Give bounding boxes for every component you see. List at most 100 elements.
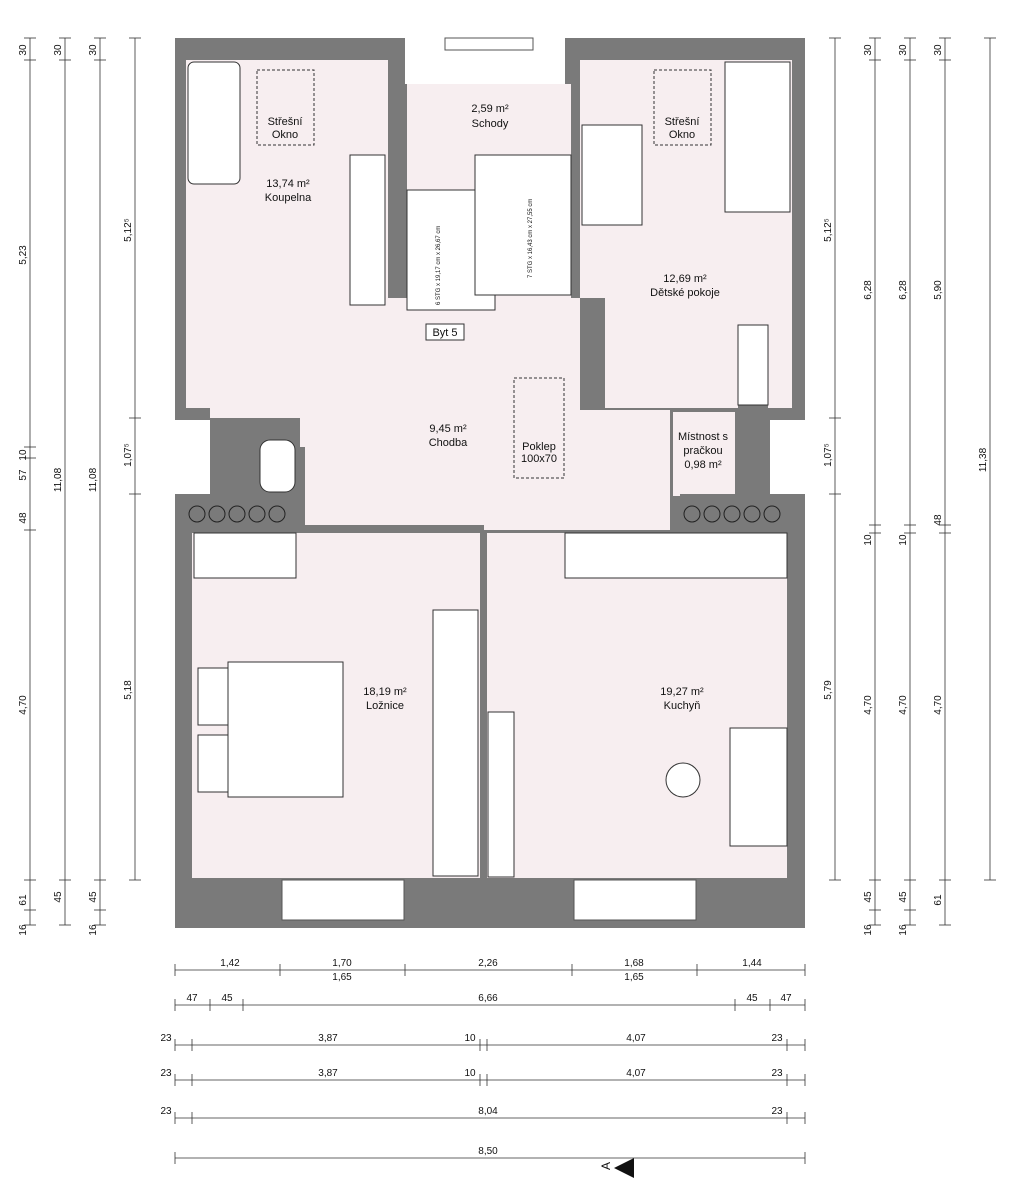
bottom6-label-0: 8,50 bbox=[478, 1146, 498, 1157]
right1-label-2: 5,79 bbox=[823, 680, 834, 700]
right3-label-2: 10 bbox=[898, 534, 909, 546]
left3-label-3: 16 bbox=[88, 924, 99, 936]
bottom1-label-6: 1,44 bbox=[742, 958, 762, 969]
bottom2-label-3: 45 bbox=[746, 993, 758, 1004]
left1-label-5: 4,70 bbox=[18, 695, 29, 715]
section-marker: A bbox=[599, 1158, 634, 1178]
bottom2-label-2: 6,66 bbox=[478, 993, 498, 1004]
bottom3-label-3: 4,07 bbox=[626, 1033, 646, 1044]
bottom3-label-4: 23 bbox=[771, 1033, 783, 1044]
bottom4-label-2: 10 bbox=[464, 1068, 476, 1079]
bottom1-label-3: 2,26 bbox=[478, 958, 498, 969]
right2-label-3: 4,70 bbox=[863, 695, 874, 715]
right3-label-5: 16 bbox=[898, 924, 909, 936]
double-sink bbox=[349, 154, 386, 306]
right3-label-4: 45 bbox=[898, 891, 909, 903]
left2-label-1: 11,08 bbox=[53, 467, 64, 492]
right1-label-1: 1,07⁵ bbox=[823, 443, 834, 467]
schody-area: 2,59 m² bbox=[471, 103, 509, 115]
left3-label-1: 11,08 bbox=[88, 467, 99, 492]
left2-label-2: 45 bbox=[53, 891, 64, 903]
dimensions: 30 5,23 57 10 48 4,70 61 16 30 11,08 45 30 11,08 45 16… bbox=[18, 37, 996, 1164]
bottom1-label-5: 1,65 bbox=[624, 972, 644, 983]
schody-name: Schody bbox=[472, 118, 509, 130]
kuchyn-name: Kuchyň bbox=[664, 700, 701, 712]
chodba-name: Chodba bbox=[429, 437, 468, 449]
bottom4-label-0: 23 bbox=[160, 1068, 172, 1079]
wardrobe-top bbox=[193, 532, 297, 579]
bed bbox=[227, 661, 344, 798]
kuchyn-area: 19,27 m² bbox=[660, 686, 704, 698]
right4-label-4: 61 bbox=[933, 894, 944, 906]
bottom2-label-1: 45 bbox=[221, 993, 233, 1004]
left1-label-4: 48 bbox=[18, 512, 29, 524]
child-bed bbox=[724, 61, 791, 213]
bottom1-label-0: 1,42 bbox=[220, 958, 240, 969]
bottom4-label-4: 23 bbox=[771, 1068, 783, 1079]
windows bbox=[281, 37, 697, 921]
left1-label-3: 10 bbox=[18, 449, 29, 461]
left1-label-1: 5,23 bbox=[18, 245, 29, 265]
bottom2-label-4: 47 bbox=[780, 993, 792, 1004]
detske-area: 12,69 m² bbox=[663, 273, 707, 285]
right1-label-0: 5,12⁵ bbox=[823, 218, 834, 242]
pracka-area: 0,98 m² bbox=[684, 459, 722, 471]
koupelna-area: 13,74 m² bbox=[266, 178, 310, 190]
chodba-area: 9,45 m² bbox=[429, 423, 467, 435]
left1-label-2: 57 bbox=[18, 469, 29, 481]
bottom4-label-1: 3,87 bbox=[318, 1068, 338, 1079]
room-labels: 13,74 m² Koupelna 2,59 m² Schody 12,69 m… bbox=[265, 103, 729, 712]
unit-label: Byt 5 bbox=[432, 327, 457, 339]
right4-label-1: 5,90 bbox=[933, 280, 944, 300]
toilet bbox=[259, 439, 296, 493]
roof-windows bbox=[256, 69, 712, 479]
bottom2-label-0: 47 bbox=[186, 993, 198, 1004]
bottom5-label-0: 23 bbox=[160, 1106, 172, 1117]
bottom5-label-2: 23 bbox=[771, 1106, 783, 1117]
cabinet bbox=[487, 711, 515, 878]
roof-window-1a: Střešní bbox=[268, 116, 303, 128]
side-table bbox=[665, 762, 701, 798]
pracka-line1: Místnost s bbox=[678, 431, 729, 443]
koupelna-name: Koupelna bbox=[265, 192, 312, 204]
left1-label-6: 61 bbox=[18, 894, 29, 906]
sofa bbox=[729, 727, 788, 847]
stairs-right-label: 7 STG x 16,43 cm x 27,55 cm bbox=[528, 199, 534, 278]
bottom3-label-2: 10 bbox=[464, 1033, 476, 1044]
right4-label-2: 48 bbox=[933, 514, 944, 526]
bottom1-label-4: 1,68 bbox=[624, 958, 644, 969]
left3-label-0: 30 bbox=[88, 44, 99, 56]
stairs bbox=[406, 154, 572, 311]
right2-label-1: 6,28 bbox=[863, 280, 874, 300]
roof-window-2b: Okno bbox=[669, 129, 695, 141]
right2-label-0: 30 bbox=[863, 44, 874, 56]
left4-label-2: 5,18 bbox=[123, 680, 134, 700]
right2-label-5: 16 bbox=[863, 924, 874, 936]
loznice-area: 18,19 m² bbox=[363, 686, 407, 698]
right4-label-0: 30 bbox=[933, 44, 944, 56]
roof-window-2a: Střešní bbox=[665, 116, 700, 128]
bottom4-label-3: 4,07 bbox=[626, 1068, 646, 1079]
left1-label-7: 16 bbox=[18, 924, 29, 936]
right3-label-0: 30 bbox=[898, 44, 909, 56]
section-label: A bbox=[599, 1162, 613, 1170]
right5-label-0: 11,38 bbox=[978, 447, 989, 472]
shelf bbox=[737, 324, 769, 406]
left2-label-0: 30 bbox=[53, 44, 64, 56]
bottom5-label-1: 8,04 bbox=[478, 1106, 498, 1117]
right4-label-3: 4,70 bbox=[933, 695, 944, 715]
bottom1-label-2: 1,65 bbox=[332, 972, 352, 983]
wardrobe-right bbox=[432, 609, 479, 877]
furniture bbox=[187, 61, 791, 878]
left1-label-0: 30 bbox=[18, 44, 29, 56]
kitchen-counter bbox=[564, 532, 788, 579]
right2-label-4: 45 bbox=[863, 891, 874, 903]
left4-label-0: 5,12⁵ bbox=[123, 218, 134, 242]
poklep-1: Poklep bbox=[522, 441, 556, 453]
left3-label-2: 45 bbox=[88, 891, 99, 903]
right3-label-1: 6,28 bbox=[898, 280, 909, 300]
detske-name: Dětské pokoje bbox=[650, 287, 720, 299]
bottom1-label-1: 1,70 bbox=[332, 958, 352, 969]
left4-label-1: 1,07⁵ bbox=[123, 443, 134, 467]
